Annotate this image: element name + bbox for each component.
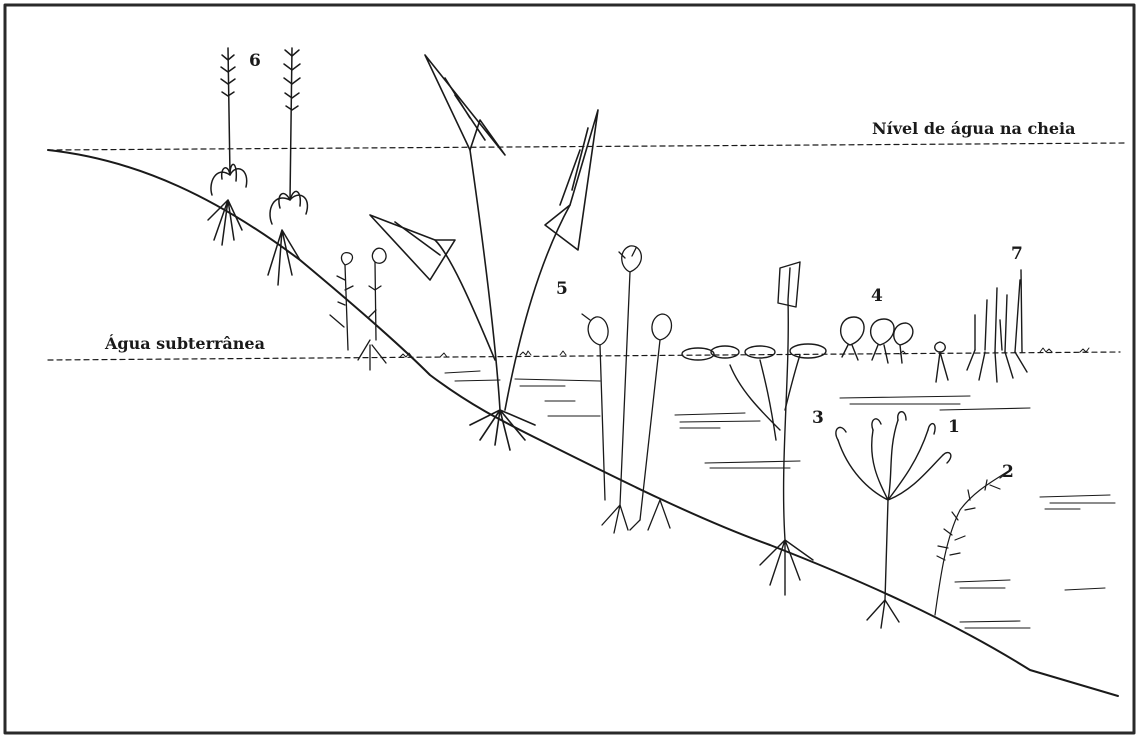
plant-4: [841, 317, 948, 382]
plant-7: [967, 270, 1027, 382]
frame-border: [5, 5, 1134, 733]
label-7: 7: [1011, 246, 1023, 263]
water-hatching: [445, 371, 1115, 628]
groundwater-label: Água subterrânea: [105, 336, 265, 352]
plant-6: [208, 48, 307, 285]
label-1: 1: [948, 419, 960, 436]
groundwater-line: [48, 352, 1120, 360]
plant-5-heads: [582, 246, 672, 533]
label-3: 3: [812, 410, 824, 427]
label-6: 6: [249, 53, 261, 70]
flood-level-label: Nível de água na cheia: [872, 121, 1075, 137]
label-4: 4: [871, 288, 883, 305]
label-5: 5: [556, 281, 568, 298]
plant-1: [836, 412, 951, 628]
plant-2: [935, 470, 1010, 615]
plant-5-tall: [370, 55, 598, 450]
label-2: 2: [1002, 464, 1014, 481]
